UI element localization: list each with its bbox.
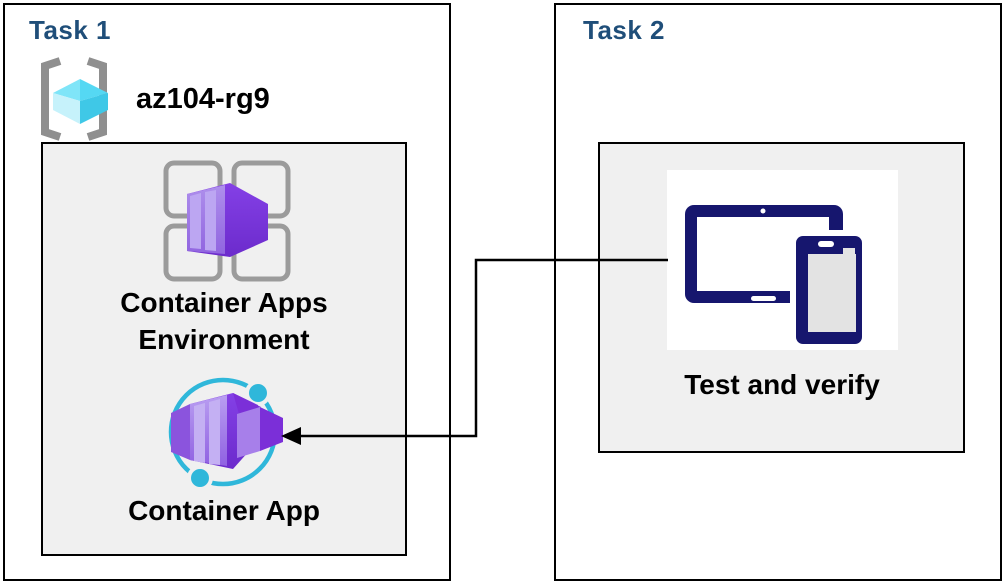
tablet-phone-icon [685, 205, 868, 350]
resource-group-name: az104-rg9 [136, 82, 270, 115]
test-and-verify-label: Test and verify [684, 369, 880, 400]
resource-group-row: az104-rg9 [32, 56, 270, 142]
device-image-panel [667, 170, 898, 350]
container-app-label: Container App [128, 495, 320, 526]
resource-group-icon [41, 57, 108, 141]
container-apps-environment-icon [163, 160, 291, 282]
task2-title: Task 2 [583, 15, 666, 45]
container-apps-environment-label: Container Apps Environment [120, 287, 328, 355]
container-app-icon [168, 377, 283, 491]
task1-title: Task 1 [29, 15, 112, 45]
